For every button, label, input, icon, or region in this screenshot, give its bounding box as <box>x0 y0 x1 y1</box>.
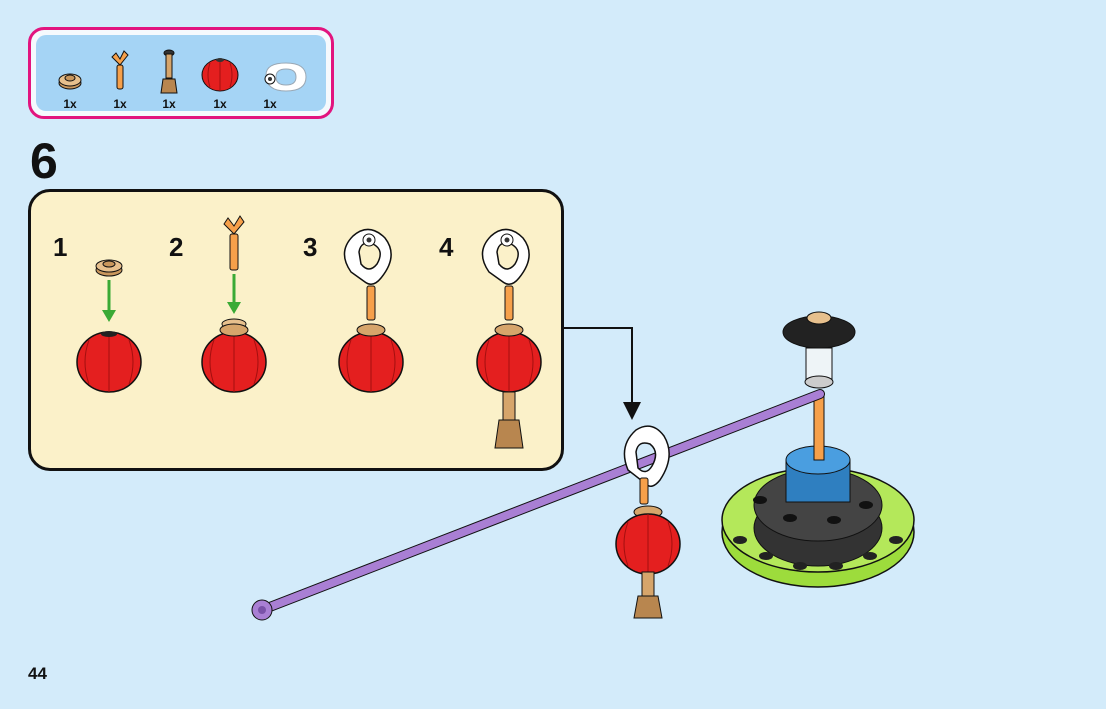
part-qty: 1x <box>213 97 227 111</box>
parts-list-inner: 1x 1x 1x 1x <box>36 35 326 111</box>
callout-arrow <box>564 327 633 404</box>
substep-panel: 1 2 3 4 <box>28 189 564 471</box>
substep-number: 2 <box>169 232 184 262</box>
hanging-lantern <box>615 425 681 619</box>
part-qty: 1x <box>263 97 277 111</box>
substep-number: 3 <box>303 232 318 262</box>
substep-4-figure <box>476 228 542 449</box>
part-qty: 1x <box>63 97 77 111</box>
round-plate-icon <box>58 73 82 90</box>
substep-2-figure <box>201 215 267 393</box>
callout-arrowhead <box>623 402 641 420</box>
substep-3-figure <box>338 228 404 393</box>
purple-pole <box>251 389 825 621</box>
tassel-icon <box>160 49 178 94</box>
part-round-plate: 1x <box>48 45 92 111</box>
substep-1-figure <box>76 259 142 393</box>
page-number: 44 <box>28 664 47 683</box>
clip-ring-icon <box>264 62 307 92</box>
bar-clip-icon <box>111 50 129 90</box>
substep-number: 1 <box>53 232 68 262</box>
part-clip-ring: 1x <box>258 45 314 111</box>
part-qty: 1x <box>113 97 127 111</box>
lamp-post <box>782 311 856 461</box>
parts-list-panel: 1x 1x 1x 1x <box>28 27 334 119</box>
substep-number: 4 <box>439 232 454 262</box>
part-lantern: 1x <box>198 45 242 111</box>
part-qty: 1x <box>162 97 176 111</box>
part-bar-clip: 1x <box>98 45 142 111</box>
step-number: 6 <box>30 133 58 189</box>
part-tassel: 1x <box>147 45 191 111</box>
lantern-icon <box>201 58 239 92</box>
lamp-base <box>721 445 915 588</box>
